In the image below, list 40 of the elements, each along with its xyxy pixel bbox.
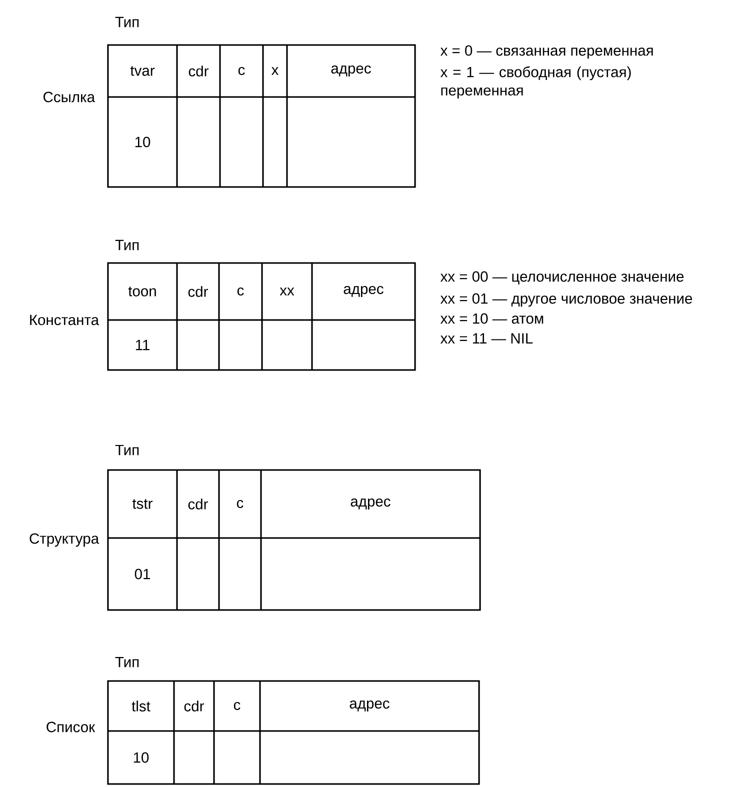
node-label: tstr [132,499,153,509]
node-label: c [234,702,240,710]
type-label: Тип [115,656,139,668]
node-label: c [238,66,245,76]
node-label: cdr [184,700,204,712]
type-label: Тип [115,16,139,28]
record-name: Список [46,722,96,732]
node-label: toon [128,286,156,296]
record-table [107,262,416,371]
node-label: x [271,67,279,75]
node-label: c [236,500,244,508]
node-label: cdr [188,498,208,510]
note: xx = 11 — NIL [440,333,533,344]
record-name: Ссылка [44,92,95,102]
node-label: c [237,287,244,296]
node-label: адрес [344,286,384,298]
node-label: xx [280,288,294,296]
node-label: адрес [331,66,371,77]
node-label: tvar [130,66,155,76]
type-label: Тип [115,444,139,456]
record-table [107,469,481,611]
record-table [107,44,416,188]
record-name: Константа [30,314,100,326]
node-label: адрес [350,700,390,712]
type-label: Тип [115,240,139,250]
note: x = 1 — свободная (пустая) переменная [440,66,631,98]
note: xx = 10 — атом [440,313,544,324]
note: x = 0 — связанная переменная [440,45,653,59]
node-label: адрес [350,498,390,510]
node-label: 11 [136,340,150,350]
node-label: cdr [188,66,209,76]
node-label: cdr [188,286,208,297]
note: xx = 01 — другое числовое значение [440,293,692,307]
note: xx = 00 — целочисленное значение [440,271,684,285]
node-label: tlst [132,700,150,712]
node-label: 10 [135,136,150,148]
node-label: 01 [134,568,150,580]
record-name: Структура [30,533,100,547]
record-table [107,680,480,785]
node-label: 10 [134,752,149,763]
